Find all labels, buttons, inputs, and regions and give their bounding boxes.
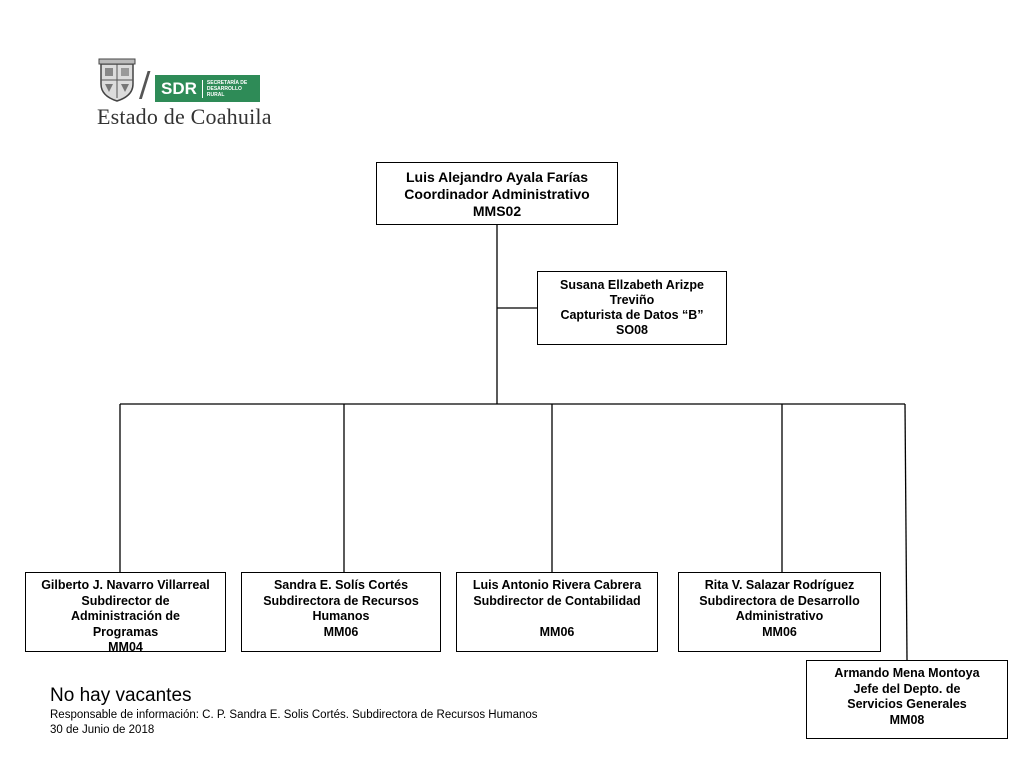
assistant-name-line1: Susana Ellzabeth Arizpe (559, 278, 705, 292)
drop-line-5 (904, 403, 908, 661)
subordinate-title-line1: Subdirectora de Desarrollo (699, 593, 860, 608)
subordinate-name: Rita V. Salazar Rodríguez (704, 578, 855, 592)
vacancies-note: No hay vacantes (50, 685, 192, 706)
subordinate-title-line3: Programas (92, 624, 159, 639)
logo-separator: / (139, 65, 151, 105)
subordinate-title-line1: Jefe del Depto. de (853, 681, 961, 696)
subordinate-code: MM06 (323, 624, 359, 639)
assistant-code: SO08 (616, 323, 648, 337)
subordinate-code: MM08 (889, 712, 925, 727)
coordinator-name: Luis Alejandro Ayala Farías (405, 169, 589, 185)
state-name: Estado de Coahuila (97, 104, 272, 129)
coordinator-code: MMS02 (472, 203, 522, 219)
sdr-abbrev: SDR (161, 78, 197, 98)
subordinate-title-line2: Servicios Generales (847, 697, 967, 711)
subordinate-title-line2: Humanos (312, 609, 370, 623)
subordinate-code: MM06 (762, 624, 797, 639)
subordinate-box-3: Luis Antonio Rivera Cabrera Subdirector … (456, 572, 658, 652)
footer: No hay vacantes Responsable de informaci… (50, 684, 538, 738)
sdr-badge: SDR SECRETARÍA DE DESARROLLO RURAL (155, 75, 260, 102)
assistant-title: Capturista de Datos “B” (560, 308, 704, 322)
subordinate-title-line2: Administración de (70, 609, 181, 623)
assistant-name-line2: Treviño (609, 293, 655, 307)
responsible-note: Responsable de información: C. P. Sandra… (50, 709, 538, 721)
subordinate-title-line1: Subdirectora de Recursos (263, 593, 419, 608)
subordinate-name: Gilberto J. Navarro Villarreal (41, 578, 210, 592)
subordinate-title-line2: Administrativo (735, 609, 824, 623)
header-logo: / SDR SECRETARÍA DE DESARROLLO RURAL Est… (95, 58, 271, 130)
subordinate-title-line1: Subdirector de Contabilidad (473, 593, 641, 608)
subordinate-box-2: Sandra E. Solís Cortés Subdirectora de R… (241, 572, 441, 652)
coahuila-state-crest-icon (98, 58, 136, 102)
subordinate-title-line1: Subdirector de (81, 593, 170, 608)
coordinator-box: Luis Alejandro Ayala Farías Coordinador … (376, 162, 618, 225)
subordinate-box-5: Armando Mena Montoya Jefe del Depto. de … (806, 660, 1008, 739)
subordinate-code: MM06 (539, 624, 575, 639)
subordinate-name: Luis Antonio Rivera Cabrera (472, 578, 642, 592)
subordinate-name: Sandra E. Solís Cortés (273, 578, 409, 592)
blank-line (457, 609, 657, 625)
subordinate-box-4: Rita V. Salazar Rodríguez Subdirectora d… (678, 572, 881, 652)
subordinate-name: Armando Mena Montoya (834, 666, 980, 680)
subordinate-code: MM04 (108, 640, 143, 654)
date-note: 30 de Junio de 2018 (50, 724, 155, 736)
subordinate-box-1: Gilberto J. Navarro Villarreal Subdirect… (25, 572, 226, 654)
assistant-box: Susana Ellzabeth Arizpe Treviño Capturis… (537, 271, 727, 345)
coordinator-title: Coordinador Administrativo (404, 186, 590, 202)
sdr-full-name: SECRETARÍA DE DESARROLLO RURAL (201, 79, 259, 98)
